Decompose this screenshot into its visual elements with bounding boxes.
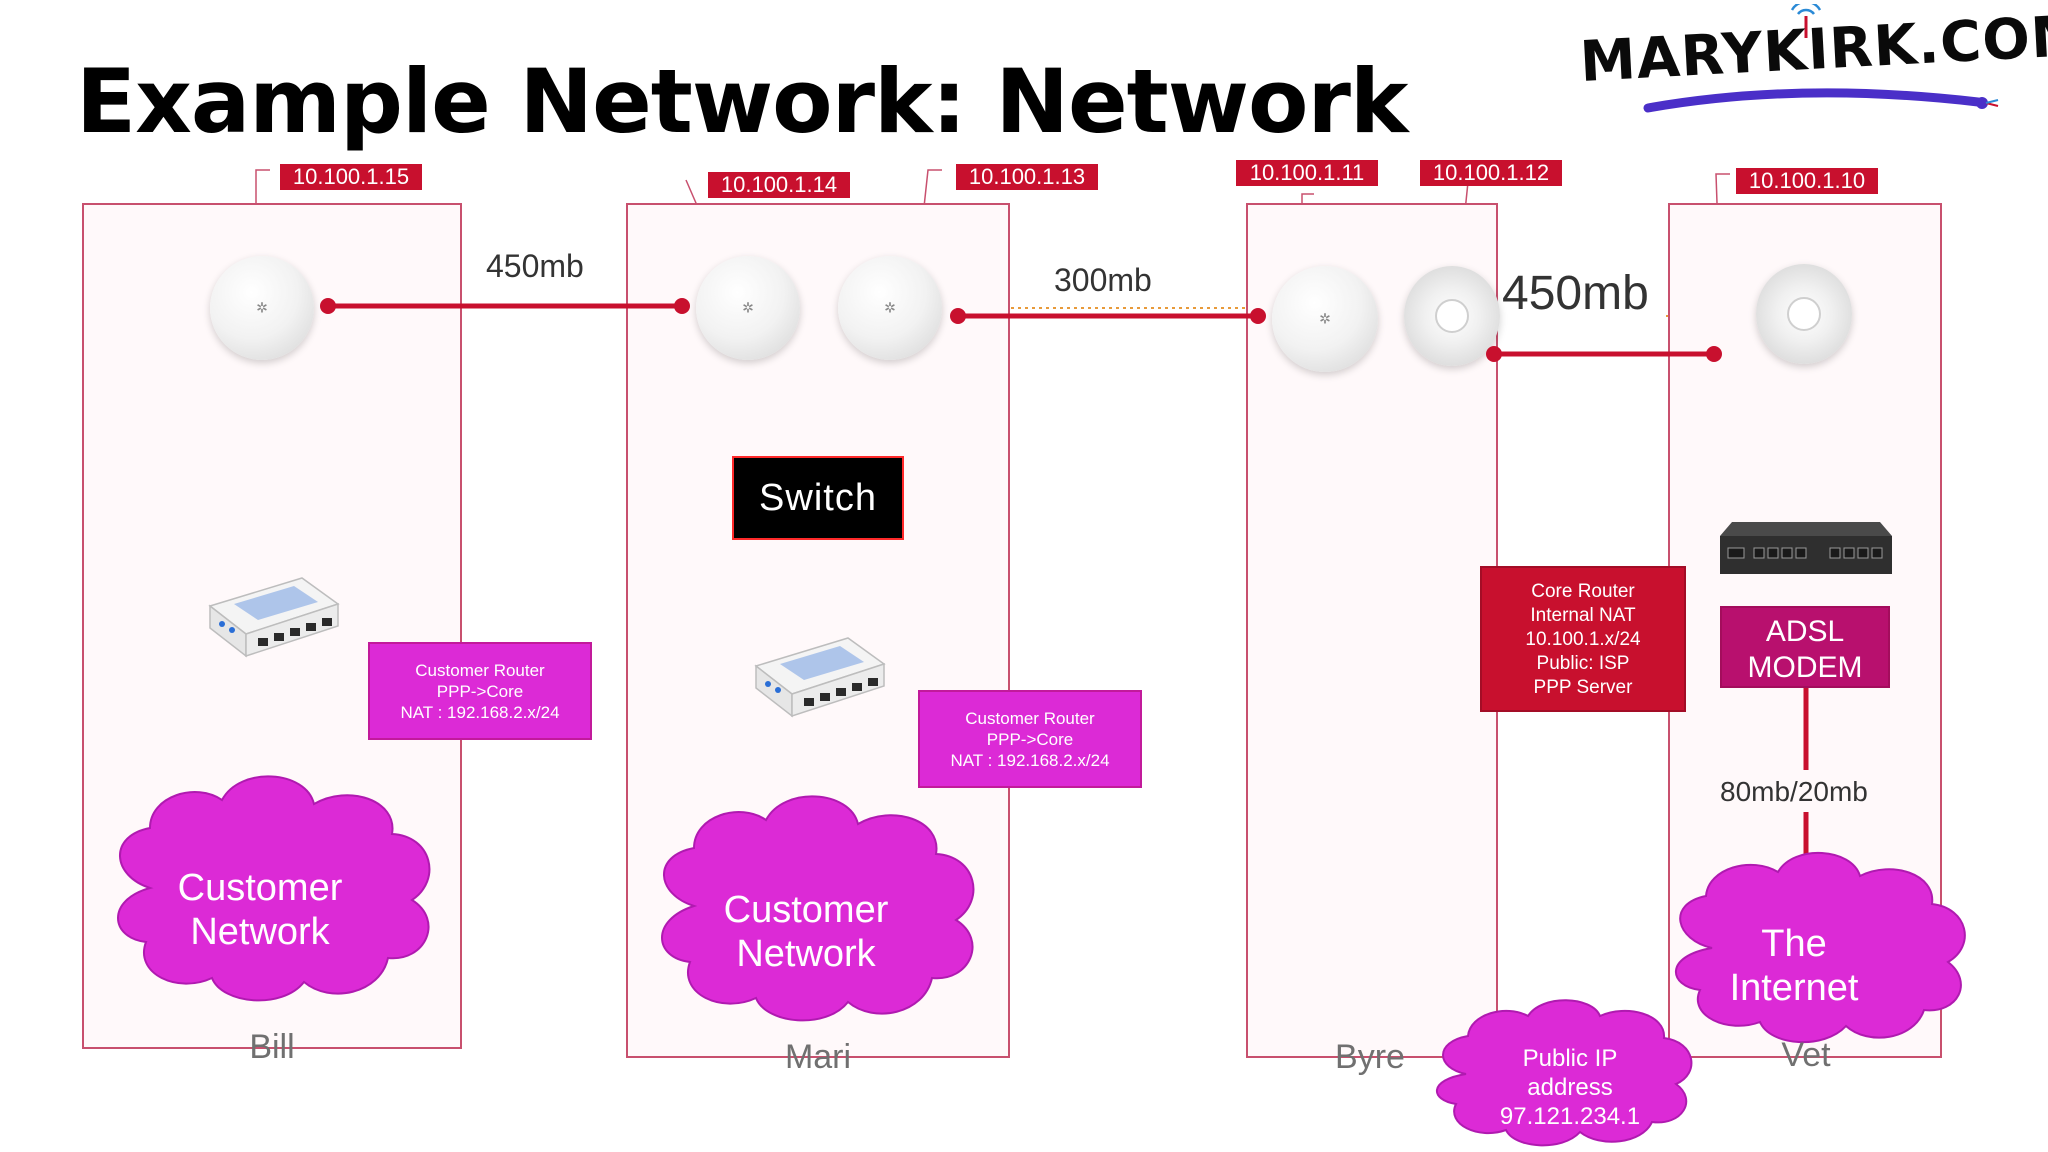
- bill-customer-router-label: Customer Router PPP->Core NAT : 192.168.…: [368, 642, 592, 740]
- router-label-line: PPP->Core: [986, 730, 1074, 749]
- bill-customer-router: [208, 577, 340, 658]
- router-label-line: NAT : 192.168.2.x/24: [400, 703, 560, 722]
- link-endpoint: [1250, 308, 1266, 324]
- byre-access-point: ✲: [1272, 266, 1378, 372]
- speed-label-mari-byre: 300mb: [1054, 262, 1152, 298]
- speed-label-bill-mari: 450mb: [486, 248, 584, 284]
- router-label-line: Customer Router: [415, 661, 545, 680]
- bill-customer-network-label: Customer Network: [178, 866, 343, 954]
- mari-customer-router-label: Customer Router PPP->Core NAT : 192.168.…: [918, 690, 1142, 788]
- core-router-line: PPP Server: [1533, 677, 1633, 698]
- link-endpoint: [1486, 346, 1502, 362]
- bill-access-point: ✲: [210, 256, 314, 360]
- mari-customer-router: [754, 637, 886, 718]
- public-ip-cloud: [1436, 999, 1693, 1147]
- logo: MARYKIRK.COM: [1572, 3, 2048, 126]
- cloud-label-line: Network: [190, 911, 330, 953]
- core-router-line: 10.100.1.x/24: [1525, 629, 1641, 650]
- ip-label-bill-ap: 10.100.1.15: [280, 164, 422, 190]
- ubiquiti-logo-icon: ✲: [742, 299, 754, 316]
- public-ip-label: Public IP address 97.121.234.1: [1500, 1044, 1640, 1131]
- cloud-label-line: address: [1527, 1074, 1613, 1101]
- speed-label-byre-vet: 450mb: [1502, 267, 1649, 320]
- ubiquiti-logo-icon: ✲: [256, 299, 268, 316]
- mari-customer-network-label: Customer Network: [724, 888, 889, 976]
- the-internet-cloud: [1674, 851, 1966, 1044]
- link-endpoint: [674, 298, 690, 314]
- ip-label-vet-dish: 10.100.1.10: [1736, 168, 1878, 194]
- cloud-label-line: Public IP: [1522, 1045, 1618, 1072]
- core-router-label: Core Router Internal NAT 10.100.1.x/24 P…: [1480, 566, 1686, 712]
- cloud-label-line: Network: [736, 933, 876, 975]
- ubiquiti-logo-icon: ✲: [1319, 310, 1331, 327]
- network-switch: Switch: [732, 456, 904, 540]
- byre-dish-antenna: [1404, 266, 1500, 366]
- core-router-line: Public: ISP: [1536, 653, 1630, 674]
- site-label-bill: Bill: [249, 1028, 295, 1066]
- bill-customer-network-cloud: [117, 775, 431, 1002]
- mari-access-point-2: ✲: [838, 256, 942, 360]
- the-internet-label: The Internet: [1730, 922, 1859, 1010]
- vet-dish-antenna: [1756, 264, 1852, 364]
- speed-label-adsl: 80mb/20mb: [1720, 776, 1868, 807]
- router-label-line: NAT : 192.168.2.x/24: [950, 751, 1110, 770]
- link-endpoint: [950, 308, 966, 324]
- dish-feed-icon: [1435, 299, 1469, 333]
- site-label-byre: Byre: [1335, 1038, 1405, 1076]
- cloud-label-line: Customer: [723, 889, 889, 931]
- adsl-modem: ADSL MODEM: [1720, 606, 1890, 688]
- core-router-line: Internal NAT: [1530, 605, 1636, 626]
- ip-label-mari-ap1: 10.100.1.14: [708, 172, 850, 198]
- ubiquiti-logo-icon: ✲: [884, 299, 896, 316]
- router-label-line: PPP->Core: [436, 682, 524, 701]
- link-endpoint: [1706, 346, 1722, 362]
- router-label-line: Customer Router: [965, 709, 1095, 728]
- link-endpoint: [320, 298, 336, 314]
- page-title: Example Network: Network: [76, 50, 1408, 153]
- site-label-vet: Vet: [1781, 1036, 1831, 1074]
- adsl-modem-line: ADSL: [1765, 615, 1845, 648]
- cloud-label-line: 97.121.234.1: [1499, 1103, 1641, 1130]
- cloud-label-line: Internet: [1729, 967, 1859, 1009]
- site-label-mari: Mari: [784, 1038, 852, 1076]
- cloud-label-line: Customer: [177, 867, 343, 909]
- adsl-modem-line: MODEM: [1747, 651, 1863, 684]
- ip-label-byre-dish: 10.100.1.12: [1420, 160, 1562, 186]
- mari-customer-network-cloud: [661, 795, 975, 1022]
- vet-rack-router: [1720, 522, 1892, 574]
- ip-label-mari-ap2: 10.100.1.13: [956, 164, 1098, 190]
- cloud-label-line: The: [1761, 923, 1827, 965]
- ip-label-byre-ap: 10.100.1.11: [1236, 160, 1378, 186]
- dish-feed-icon: [1787, 297, 1821, 331]
- core-router-line: Core Router: [1531, 581, 1635, 602]
- mari-access-point-1: ✲: [696, 256, 800, 360]
- logo-graphic: [1643, 4, 1999, 113]
